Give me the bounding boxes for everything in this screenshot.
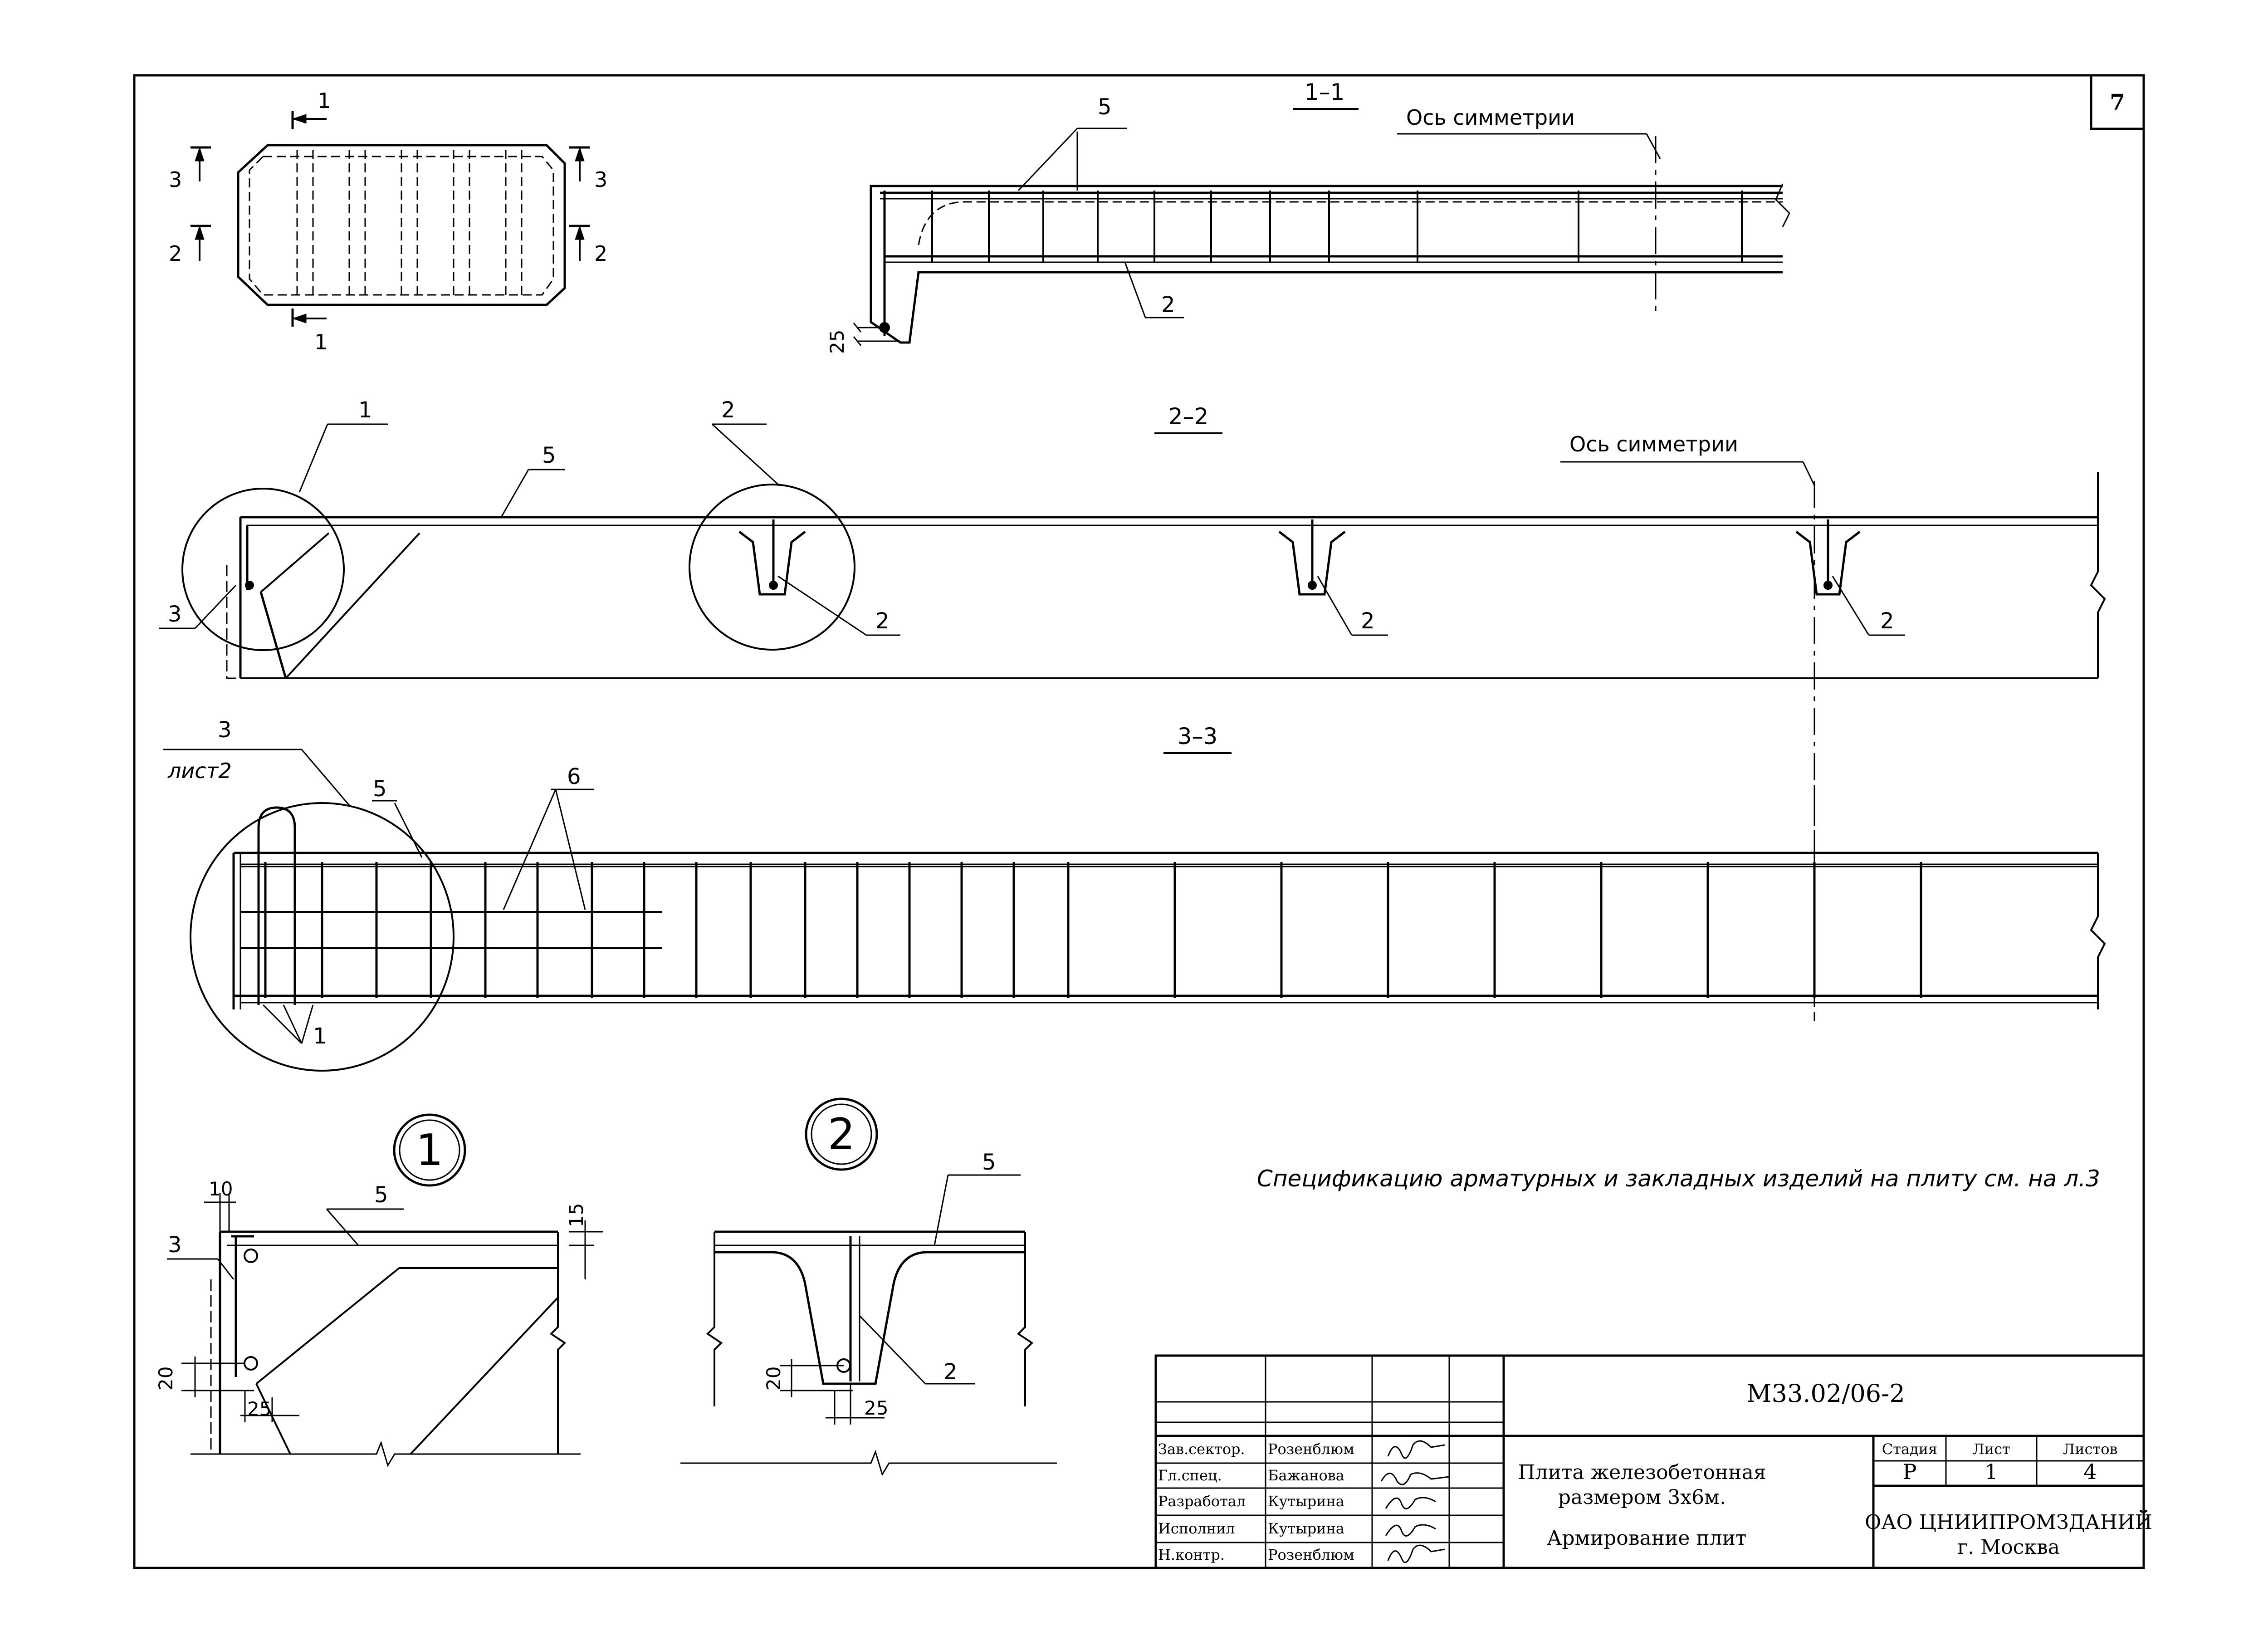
sheet-frame bbox=[133, 74, 2145, 1569]
section-3-3-drawing bbox=[163, 749, 2106, 1072]
node-2-label-2: 2 bbox=[943, 1359, 958, 1385]
plan-cut-2-right: 2 bbox=[594, 241, 607, 266]
tb-sheet: 1 bbox=[1984, 1459, 1998, 1484]
node-1-dim-top: 10 bbox=[209, 1178, 233, 1200]
section-1-1-axis-label: Ось симметрии bbox=[1406, 105, 1575, 130]
section-1-1-leader-5: 5 bbox=[1098, 94, 1112, 120]
node-2-drawing bbox=[680, 1174, 1057, 1476]
tb-sheet-header: Лист bbox=[1972, 1440, 2010, 1458]
tb-org-line-1: ОАО ЦНИИПРОМЗДАНИЙ bbox=[1865, 1509, 2152, 1534]
tb-name-4: Кутырина bbox=[1268, 1520, 1344, 1537]
page-number: 7 bbox=[2110, 90, 2125, 115]
tb-stage-header: Стадия bbox=[1882, 1440, 1937, 1458]
section-3-3-leader-5: 5 bbox=[373, 776, 387, 802]
tb-title-line-1: Плита железобетонная bbox=[1518, 1461, 1766, 1484]
section-2-2-title: 2–2 bbox=[1168, 403, 1209, 430]
tb-role-5: Н.контр. bbox=[1158, 1546, 1225, 1563]
tb-name-1: Розенблюм bbox=[1268, 1440, 1354, 1458]
plan-cut-1-bottom: 1 bbox=[314, 330, 327, 354]
section-3-3-leader-1: 1 bbox=[313, 1024, 327, 1049]
section-2-2-bars bbox=[245, 581, 1833, 590]
tb-name-3: Кутырина bbox=[1268, 1493, 1344, 1510]
tb-title-line-2: размером 3х6м. bbox=[1558, 1486, 1726, 1509]
node-2-dim-bottom: 25 bbox=[864, 1397, 888, 1419]
section-1-1-leader-2: 2 bbox=[1161, 292, 1175, 318]
section-2-2-rib-label-3: 2 bbox=[1880, 608, 1894, 634]
node-1-dim-bottom: 25 bbox=[247, 1398, 271, 1420]
tb-role-2: Гл.спец. bbox=[1158, 1467, 1222, 1484]
section-1-1-drawing bbox=[870, 127, 1790, 344]
tb-role-1: Зав.сектор. bbox=[1158, 1440, 1245, 1458]
node-2-number: 2 bbox=[828, 1110, 855, 1160]
plan-cut-1-top: 1 bbox=[318, 88, 331, 113]
section-2-2-rib-label-2: 2 bbox=[1361, 608, 1375, 634]
node-2-badge bbox=[805, 1097, 878, 1171]
title-block bbox=[1154, 1354, 2145, 1569]
section-2-2-leader-3: 3 bbox=[168, 602, 182, 627]
tb-sheets: 4 bbox=[2083, 1459, 2097, 1484]
node-2-dim-left: 20 bbox=[763, 1366, 785, 1391]
tb-org-line-2: г. Москва bbox=[1957, 1536, 2060, 1559]
section-2-2-drawing bbox=[159, 423, 2106, 1021]
node-1-badge bbox=[393, 1113, 466, 1187]
plan-cut-3-left: 3 bbox=[169, 167, 182, 192]
plan-cut-2-left: 2 bbox=[169, 241, 182, 266]
title-block-code: М33.02/06-2 bbox=[1746, 1379, 1905, 1408]
section-2-2-callout-1: 1 bbox=[358, 397, 372, 423]
specification-note: Спецификацию арматурных и закладных изде… bbox=[1257, 1166, 2100, 1192]
tb-stage: Р bbox=[1903, 1459, 1917, 1484]
tb-title-line-3: Армирование плит bbox=[1547, 1527, 1746, 1550]
node-1-dim-right: 15 bbox=[565, 1203, 587, 1227]
tb-name-5: Розенблюм bbox=[1268, 1546, 1354, 1563]
section-2-2-axis-label: Ось симметрии bbox=[1569, 432, 1738, 456]
node-1-number: 1 bbox=[416, 1126, 443, 1175]
section-3-3-title: 3–3 bbox=[1178, 723, 1218, 749]
plan-cut-3-right: 3 bbox=[594, 167, 607, 192]
node-1-label-5: 5 bbox=[374, 1182, 388, 1208]
node-1-drawing bbox=[167, 1193, 603, 1467]
section-2-2-rib-label-1: 2 bbox=[875, 608, 890, 634]
section-3-3-leader-6: 6 bbox=[567, 764, 581, 789]
signatures bbox=[1380, 1440, 1450, 1563]
tb-role-4: Исполнил bbox=[1158, 1520, 1235, 1537]
section-2-2-callout-2: 2 bbox=[721, 397, 735, 423]
section-3-3-detail-ref: 3 bbox=[218, 717, 232, 743]
node-1-dim-left: 20 bbox=[155, 1366, 177, 1391]
node-1-label-3: 3 bbox=[168, 1232, 182, 1258]
tb-name-2: Бажанова bbox=[1268, 1467, 1344, 1484]
section-1-1-corner-bar bbox=[879, 322, 890, 333]
section-2-2-leader-5: 5 bbox=[542, 443, 556, 468]
section-1-1-dim-25: 25 bbox=[826, 330, 848, 354]
page-number-box bbox=[2090, 74, 2145, 130]
section-1-1-title: 1–1 bbox=[1305, 79, 1345, 105]
tb-role-3: Разработал bbox=[1158, 1493, 1246, 1510]
section-3-3-detail-sheet: лист2 bbox=[167, 759, 232, 783]
plan-key bbox=[191, 111, 590, 327]
node-2-label-5: 5 bbox=[982, 1150, 996, 1175]
tb-sheets-header: Листов bbox=[2063, 1440, 2118, 1458]
section-1-1-dim bbox=[853, 323, 900, 346]
